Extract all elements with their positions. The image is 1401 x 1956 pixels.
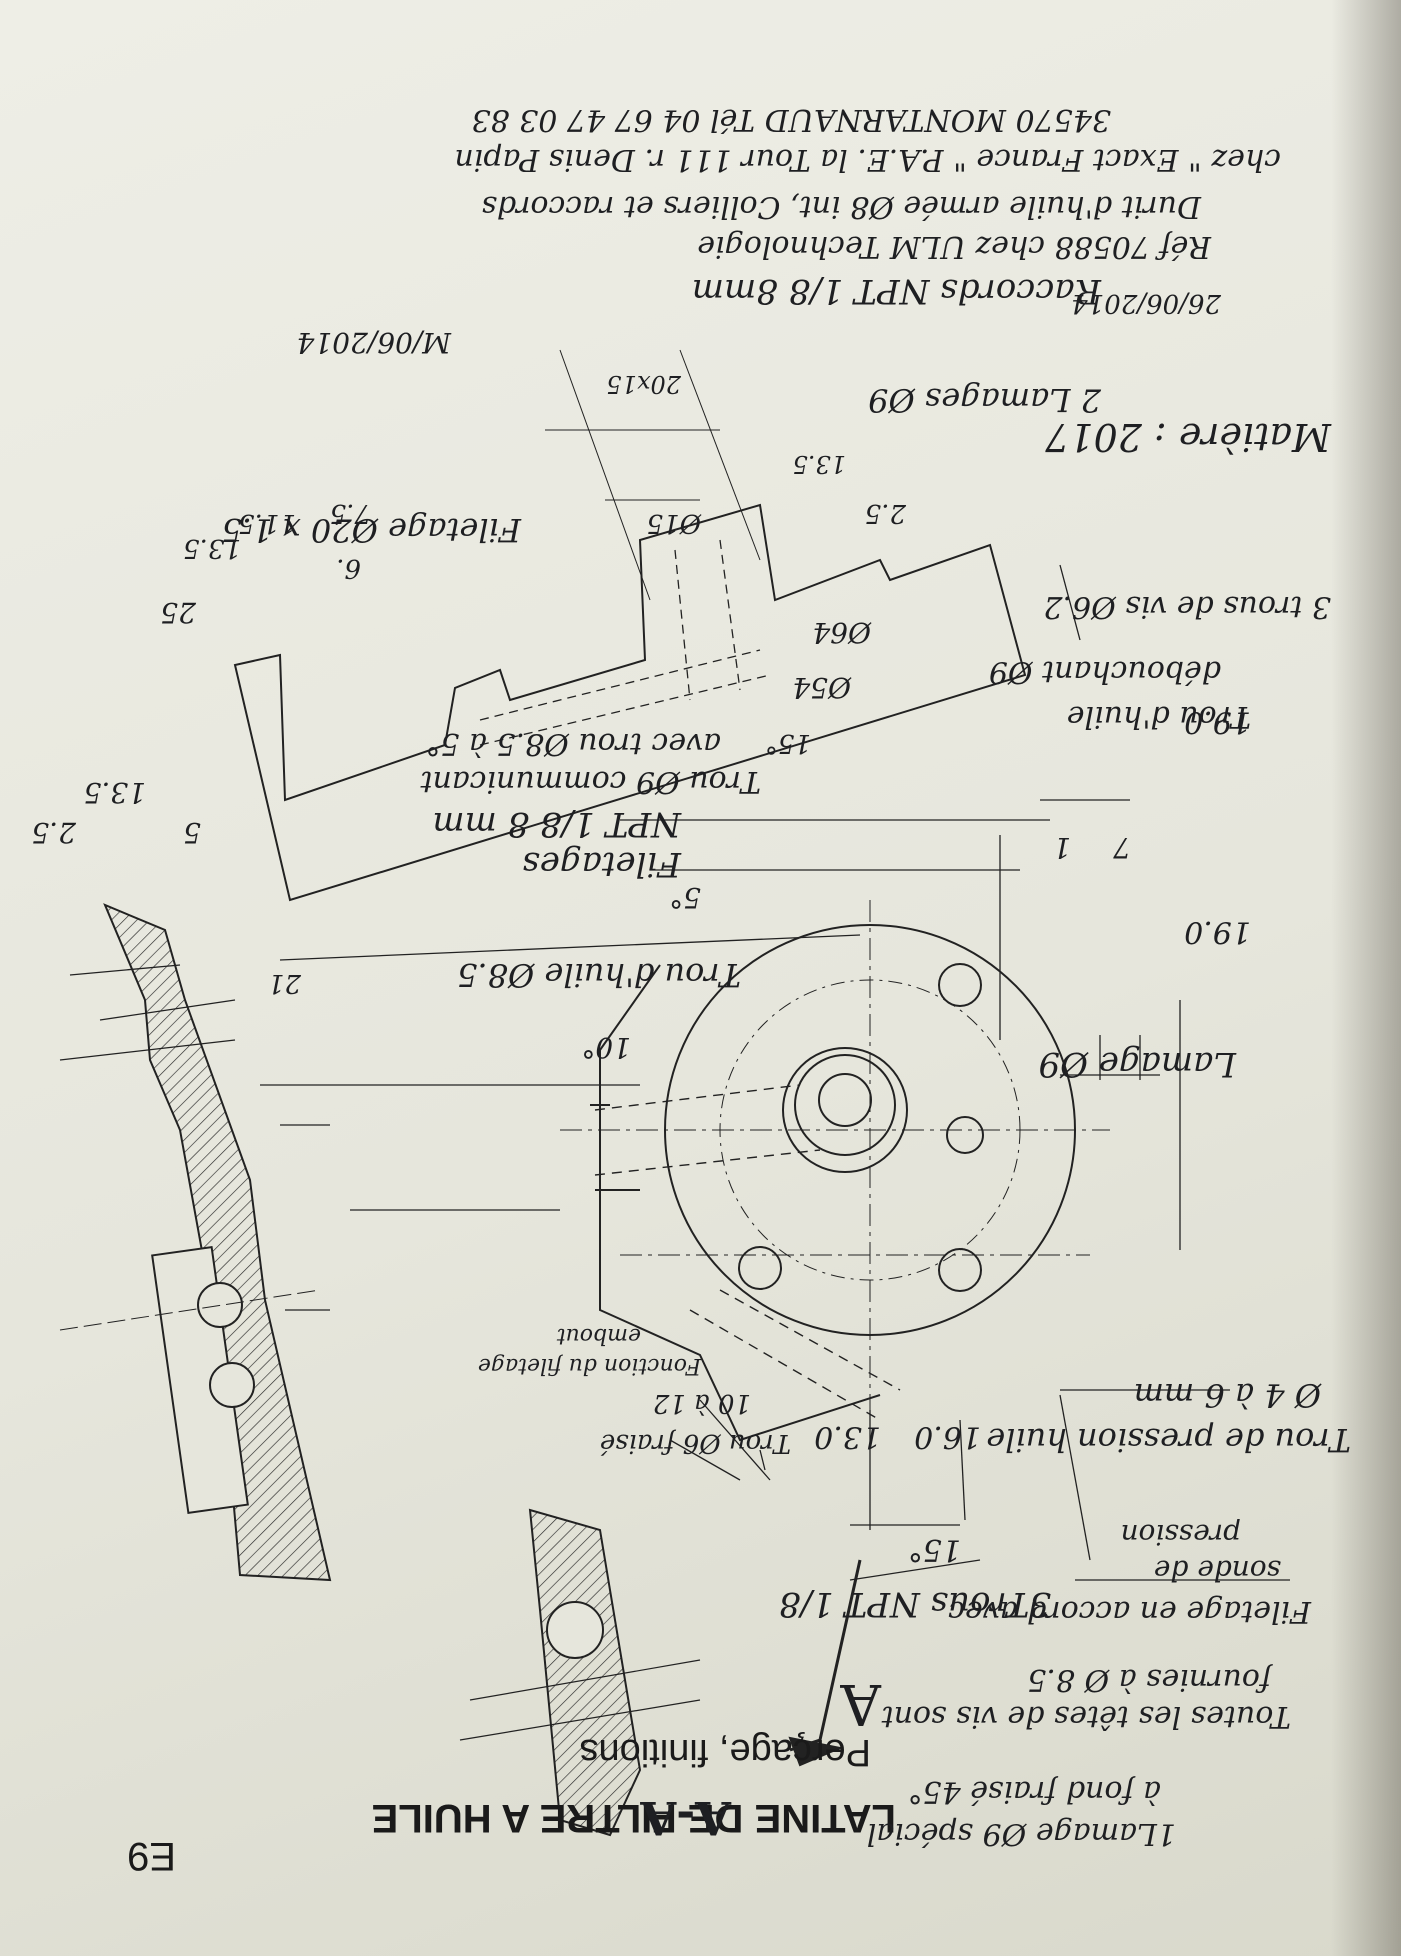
label-trou-9-comm-2: avec trou Ø8.5 à 5°	[425, 726, 721, 761]
note-lamage-special-2: à fond fraisé 45°	[907, 1774, 1161, 1809]
dim-15-deg-bottom: 15°	[907, 1532, 961, 1567]
center-bore-hole	[818, 1073, 872, 1127]
label-3-trous-vis: 3 trous de vis Ø6.2	[1043, 589, 1331, 624]
bolt-hole-center	[946, 1116, 984, 1154]
note-threading-2: sonde de	[1153, 1554, 1281, 1587]
small-section-hatch	[528, 1508, 642, 1837]
dim-13: 13.0	[814, 1419, 881, 1454]
label-trou-huile-9-2: débouchant Ø9	[988, 654, 1221, 689]
dim-5-deg: 5°	[669, 881, 701, 914]
note-screw-heads-1: Toutes les têtes de vis sont	[881, 1699, 1291, 1734]
dim-13-5-top: 13.5	[792, 450, 846, 478]
top-section-outline	[233, 503, 1027, 902]
document-title: LATINE DE FILTRE A HUILE	[371, 1796, 896, 1840]
bolt-hole-3	[738, 1246, 782, 1290]
label-trou-fraise-1: Trou Ø6 fraisé	[599, 1428, 791, 1458]
section-label-aa: A-A	[640, 1791, 731, 1845]
dim-2-5-left: 2.5	[31, 816, 76, 849]
label-address: 34570 MONTARNAUD Tél 04 67 47 03 83	[471, 102, 1111, 137]
label-trou-huile-85: Trou d'huile Ø8.5	[457, 956, 741, 994]
note-lamage-special-1: 1Lamage Ø9 spécial	[866, 1816, 1176, 1851]
note-screw-heads-2: fournies à Ø 8.5	[1027, 1662, 1271, 1697]
dim-20x15: 20x15	[606, 370, 681, 398]
label-filetages-1: Filetages	[522, 844, 681, 884]
dim-25: 25	[160, 596, 196, 629]
label-2-lamages: 2 Lamages Ø9	[868, 381, 1101, 419]
dim-6: 6.	[336, 553, 361, 583]
dim-1: 1	[1053, 831, 1071, 864]
label-trou-huile-9-1: Trou d'huile	[1066, 699, 1251, 734]
small-section-hole	[546, 1601, 604, 1659]
dim-2-5-top: 2.5	[864, 498, 906, 528]
label-section-marker-a: A	[840, 1671, 881, 1736]
label-lamage-9: Lamage Ø9	[1038, 1044, 1236, 1084]
center-bore-inner	[794, 1054, 896, 1156]
bolt-hole-1	[938, 963, 982, 1007]
label-trou-fraise-2: 10 à 12	[652, 1388, 751, 1418]
label-raccords-npt: Raccords NPT 1/8 8mm	[691, 271, 1101, 311]
dim-54: Ø54	[792, 671, 851, 704]
label-exact-france: chez " Exact France " P.A.E. la Tour 111…	[454, 142, 1281, 177]
label-trou-9-comm-1: Trou Ø9 communicant	[420, 764, 761, 799]
page-number: E9	[127, 1834, 176, 1878]
label-filetages-2: NPT 1/8 8 mm	[432, 804, 681, 844]
section-aa-port-2	[209, 1362, 255, 1408]
label-3-holes-npt: 3Trous NPT 1/8	[778, 1584, 1051, 1624]
date-1: M/06/2014	[296, 326, 451, 359]
label-pressure-hole-2: Ø 4 à 6 mm	[1133, 1376, 1321, 1414]
dim-7: 7	[1113, 831, 1131, 864]
dim-64: Ø64	[812, 616, 871, 649]
dim-5-left: 5	[183, 816, 201, 849]
label-ref-ulm: Réf 70588 chez ULM Technologie	[697, 229, 1211, 264]
label-fonction-filetage-2: embout	[556, 1323, 641, 1348]
label-durit: Durit d'huile armée Ø8 int, Colliers et …	[481, 189, 1201, 224]
dim-21: 21	[267, 968, 301, 998]
label-fonction-filetage-1: Fonction du filetage	[477, 1353, 701, 1378]
document-subtitle: Perçage, finitions	[579, 1731, 872, 1773]
dim-dia-15: Ø15	[646, 508, 701, 538]
center-bore-outer	[782, 1047, 908, 1173]
bolt-hole-2	[938, 1248, 982, 1292]
dim-19-bottom: 19.0	[1184, 914, 1251, 949]
dim-15-deg-top: 15°	[764, 728, 811, 758]
dim-16: 16.0	[914, 1419, 981, 1454]
note-threading-3: pression	[1120, 1518, 1241, 1551]
flange-side-boss	[599, 964, 881, 1442]
label-matiere: Matière : 2017	[1045, 415, 1331, 459]
dim-13-5-left: 13.5	[83, 776, 146, 809]
label-filetage-20: Filetage Ø20 x 1.5	[221, 511, 521, 549]
label-pressure-hole-1: Trou de pression huile	[986, 1421, 1351, 1459]
dim-10-deg: 10°	[581, 1031, 631, 1064]
